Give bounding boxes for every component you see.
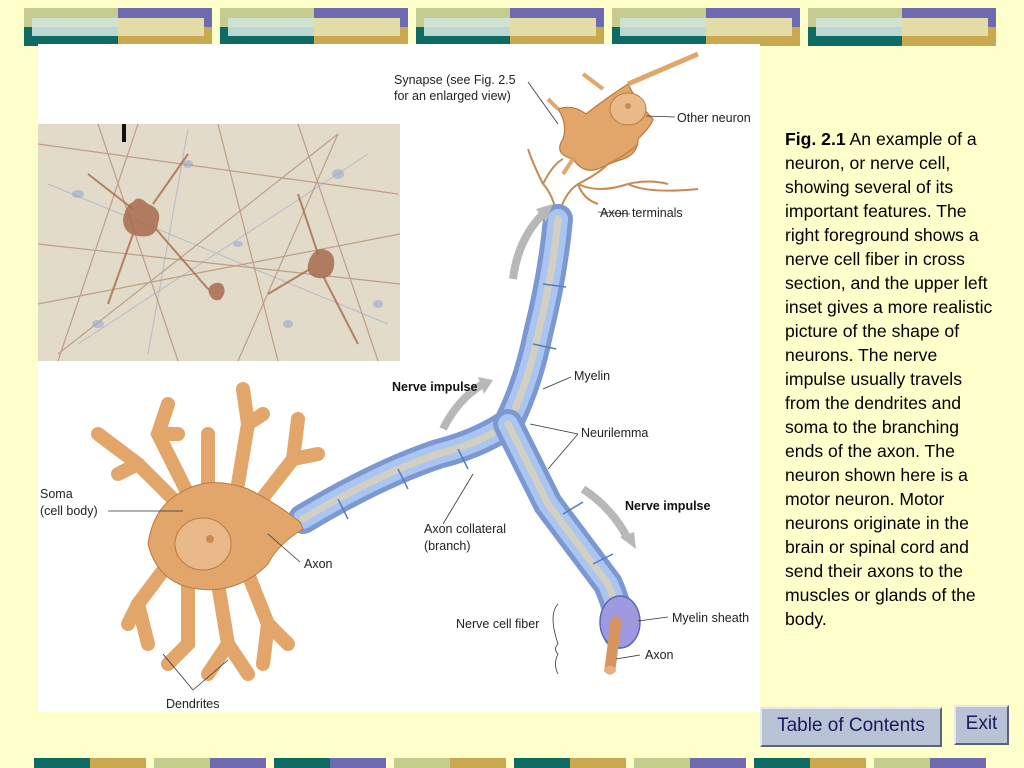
label-soma-line2: (cell body)	[40, 504, 98, 518]
label-axon-collateral: Axon collateral	[424, 522, 506, 536]
band-tile	[612, 8, 800, 46]
label-axon-terminals: Axon terminals	[600, 206, 683, 220]
band-tile	[154, 758, 266, 768]
band-tile	[394, 758, 506, 768]
other-neuron-illustration	[546, 51, 699, 176]
label-myelin: Myelin	[574, 369, 610, 383]
label-soma: Soma	[40, 487, 73, 501]
band-tile	[24, 8, 212, 46]
band-tile	[514, 758, 626, 768]
label-synapse-line2: for an enlarged view)	[394, 89, 511, 103]
top-decorative-band	[24, 8, 1000, 46]
band-tile	[220, 8, 408, 46]
table-of-contents-button[interactable]: Table of Contents	[760, 707, 942, 747]
band-tile	[274, 758, 386, 768]
label-axon-collateral-line2: (branch)	[424, 539, 471, 553]
label-nerve-cell-fiber: Nerve cell fiber	[456, 617, 539, 631]
label-other-neuron: Other neuron	[677, 111, 751, 125]
neuron-diagram: Synapse (see Fig. 2.5 for an enlarged vi…	[38, 51, 751, 711]
label-nerve-impulse-left: Nerve impulse	[392, 380, 478, 394]
band-tile	[34, 758, 146, 768]
label-myelin-sheath: Myelin sheath	[672, 611, 749, 625]
band-tile	[416, 8, 604, 46]
caption-fig-label: Fig. 2.1	[785, 129, 846, 149]
caption-text: An example of a neuron, or nerve cell, s…	[785, 129, 993, 629]
label-synapse: Synapse (see Fig. 2.5	[394, 73, 516, 87]
band-tile	[634, 758, 746, 768]
exit-button[interactable]: Exit	[954, 705, 1009, 745]
neuron-figure: Synapse (see Fig. 2.5 for an enlarged vi…	[38, 44, 760, 712]
band-tile	[754, 758, 866, 768]
bottom-decorative-band	[34, 758, 1024, 768]
axon-illustration	[288, 204, 641, 675]
label-neurilemma: Neurilemma	[581, 426, 648, 440]
label-axon-fiber: Axon	[645, 648, 674, 662]
band-tile	[808, 8, 996, 46]
leader-lines	[108, 81, 676, 691]
soma-illustration	[91, 382, 325, 681]
label-dendrites: Dendrites	[166, 697, 220, 711]
label-axon-main: Axon	[304, 557, 333, 571]
figure-caption: Fig. 2.1 An example of a neuron, or nerv…	[785, 127, 993, 631]
motion-arrows	[439, 204, 636, 549]
axon-terminals-illustration	[527, 143, 699, 220]
label-nerve-impulse-right: Nerve impulse	[625, 499, 711, 513]
micrograph-inset	[38, 123, 401, 362]
band-tile	[874, 758, 986, 768]
